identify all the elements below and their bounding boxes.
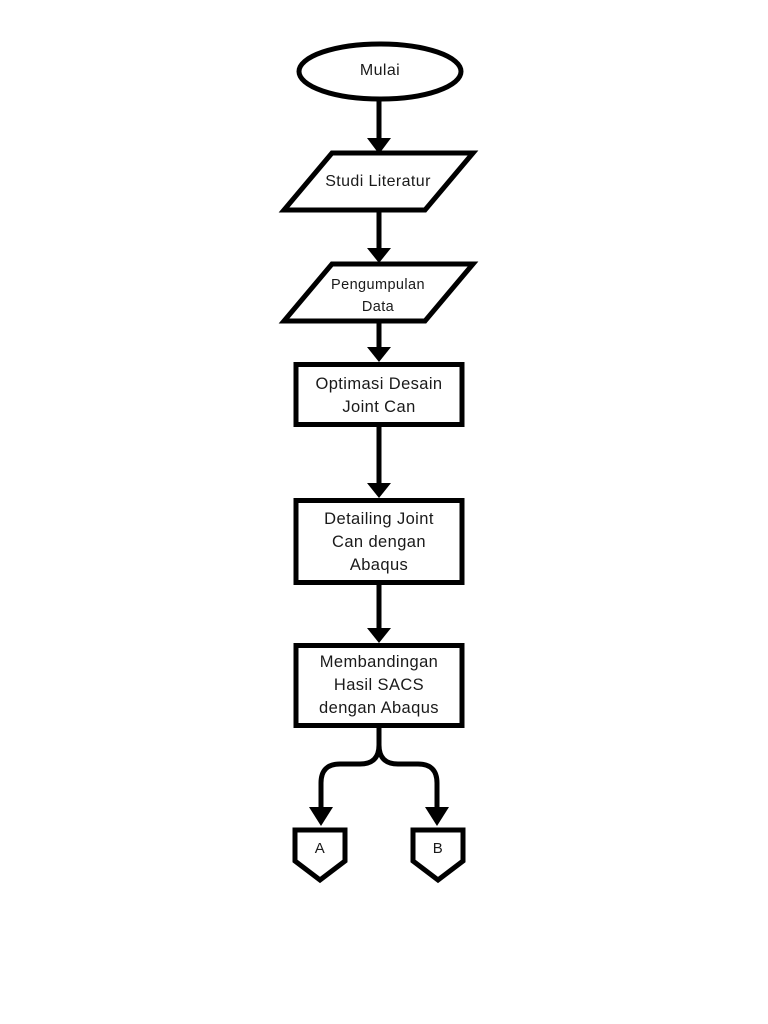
edge-pengumpulan-data-to-optimasi-desain: [367, 320, 391, 362]
membandingan-label: Membandingan Hasil SACS dengan Abaqus: [319, 653, 439, 717]
arrowhead-down-icon: [367, 628, 391, 643]
start-label: Mulai: [359, 62, 401, 79]
edge-membandingan-to-connector-a: [309, 727, 382, 826]
pengumpulan-data-label: Pengumpulan Data: [331, 277, 425, 315]
detailing-label: Detailing Joint Can dengan Abaqus: [324, 510, 434, 574]
edge-membandingan-to-connector-b: [376, 727, 449, 826]
arrowhead-down-icon: [425, 807, 449, 826]
connector-a-label: A: [314, 840, 326, 857]
detailing-rectangle: [293, 498, 465, 585]
edge-shaft: [318, 727, 382, 809]
connector-a-pentagon: [292, 827, 348, 884]
edge-optimasi-desain-to-detailing: [367, 426, 391, 498]
connector-b-pentagon: [410, 827, 466, 884]
arrowhead-down-icon: [367, 138, 391, 154]
studi-literatur-parallelogram: [278, 150, 479, 213]
edge-shaft: [376, 727, 440, 809]
studi-literatur-label: Studi Literatur: [325, 173, 431, 190]
pengumpulan-data-parallelogram: [278, 261, 479, 324]
arrowhead-down-icon: [309, 807, 333, 826]
optimasi-desain-label: Optimasi Desain Joint Can: [315, 375, 443, 416]
membandingan-rectangle: [293, 643, 465, 728]
edge-start-to-studi-literatur: [367, 100, 391, 154]
edge-detailing-to-membandingan: [367, 584, 391, 643]
edge-studi-literatur-to-pengumpulan-data: [367, 211, 391, 263]
arrowhead-down-icon: [367, 483, 391, 498]
connector-b-label: B: [432, 840, 444, 857]
arrowhead-down-icon: [367, 347, 391, 362]
arrowhead-down-icon: [367, 248, 391, 263]
optimasi-desain-rectangle: [293, 362, 465, 427]
start-terminator-ellipse: [296, 41, 464, 102]
